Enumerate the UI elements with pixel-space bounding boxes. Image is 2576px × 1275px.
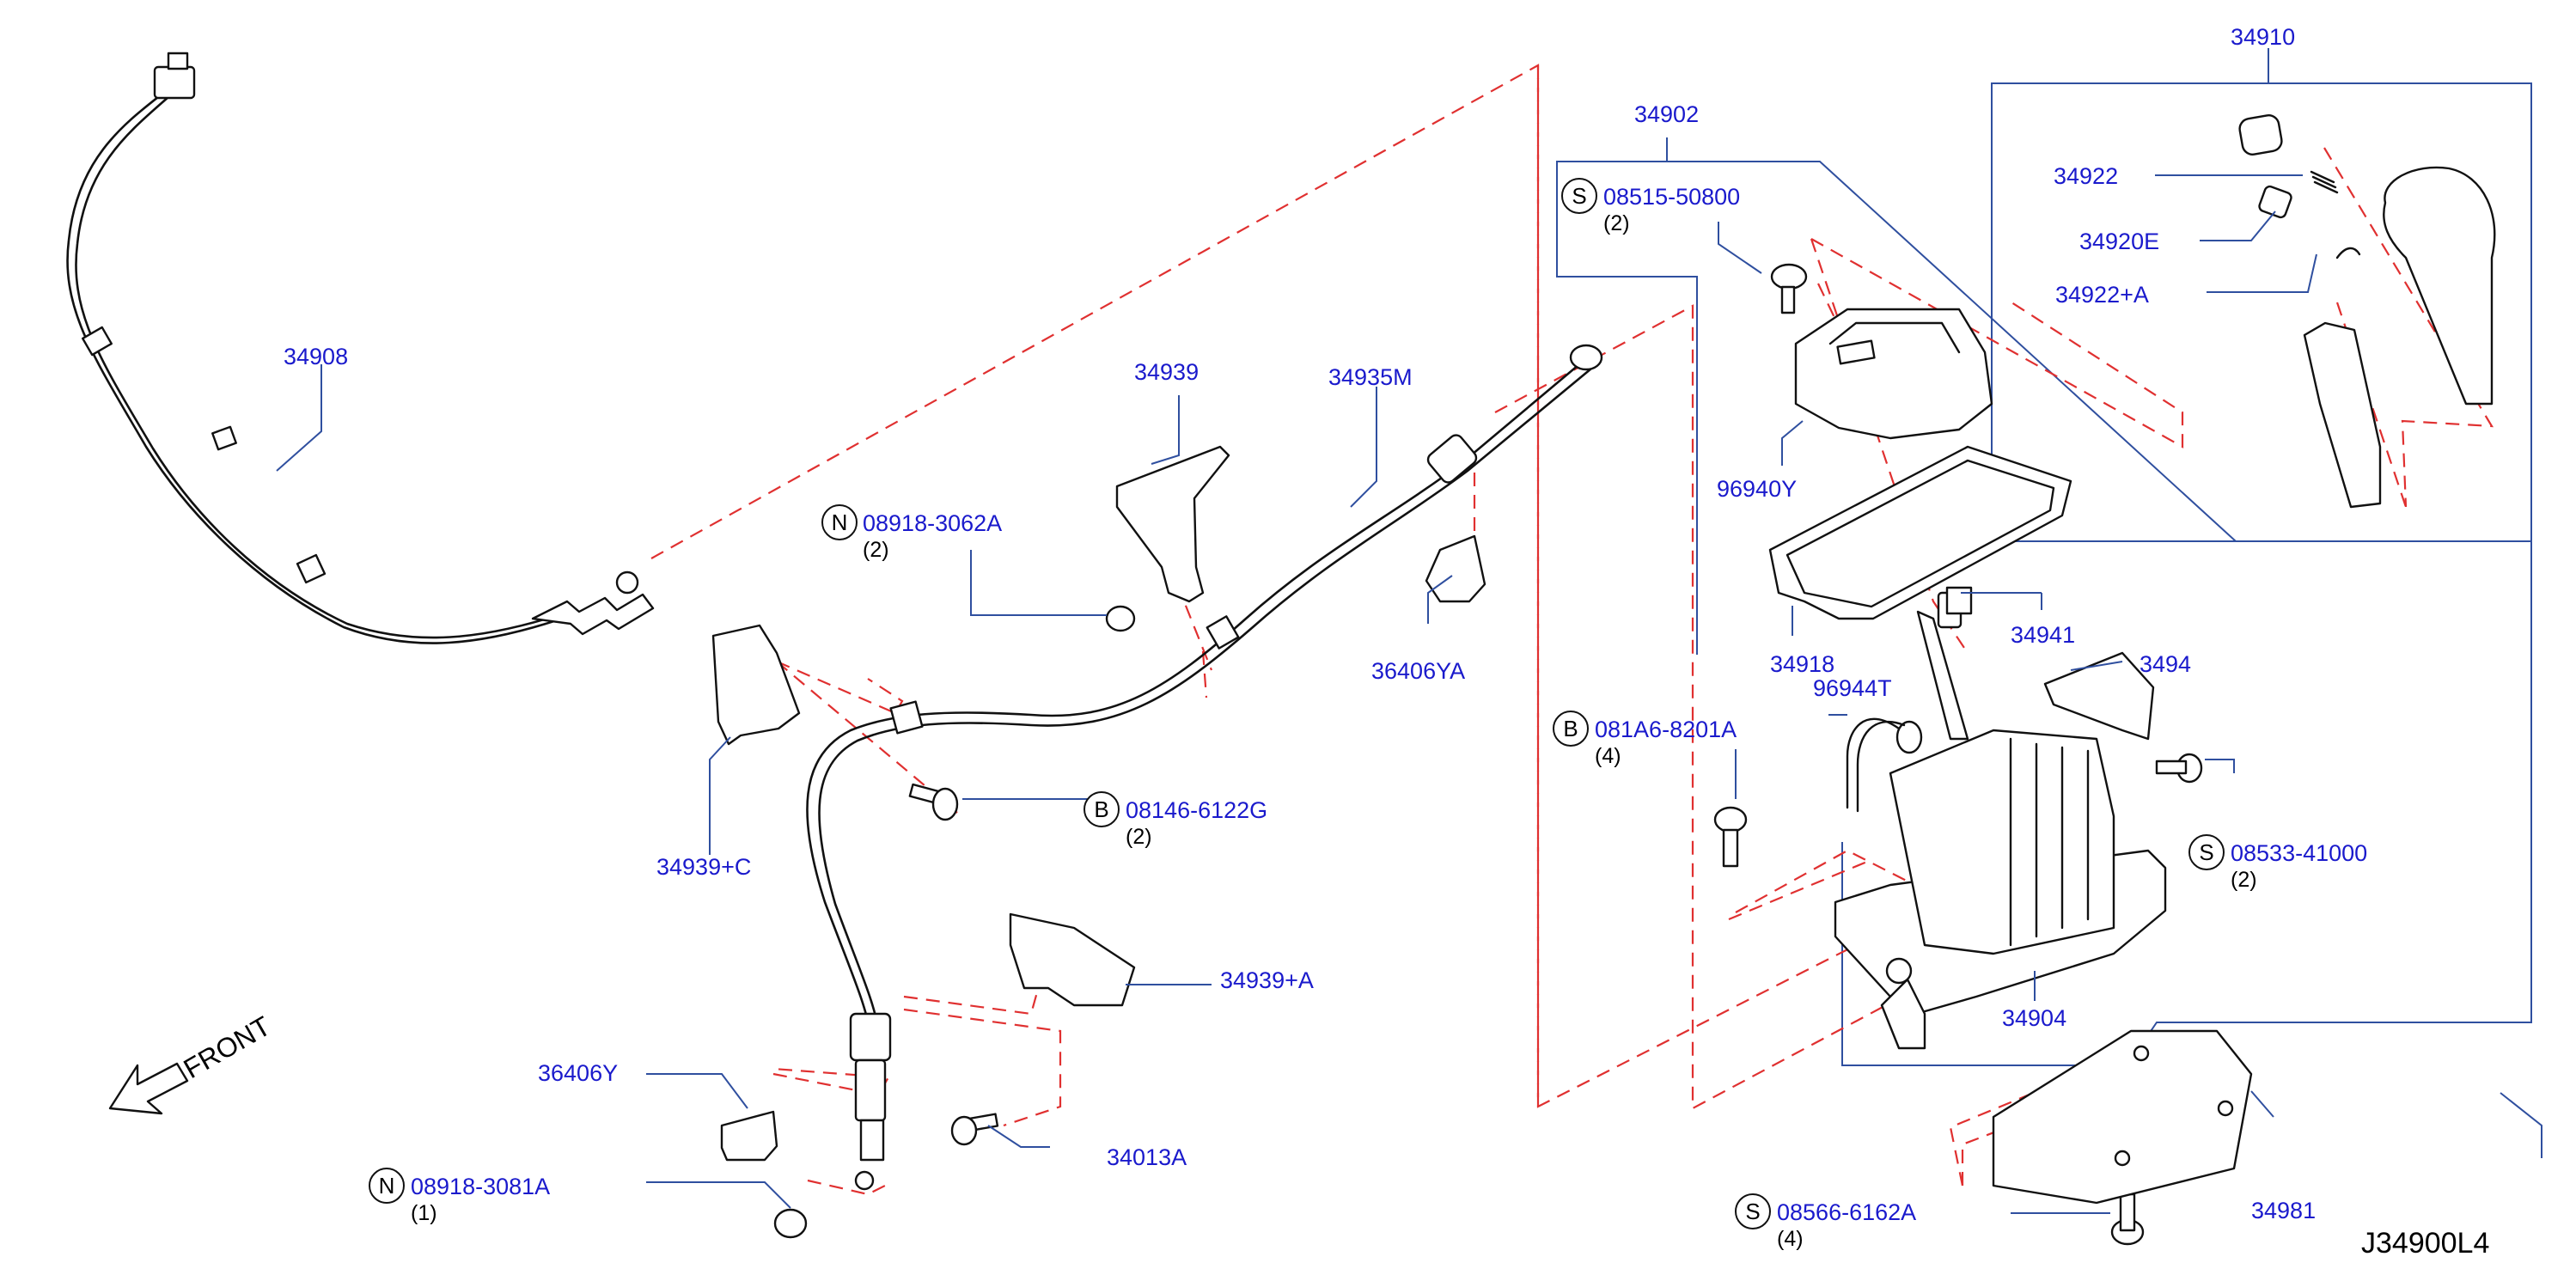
label-34939[interactable]: 34939	[1134, 359, 1199, 385]
label-34908[interactable]: 34908	[284, 344, 348, 369]
label-34920e[interactable]: 34920E	[2079, 229, 2159, 254]
label-34939a[interactable]: 34939+A	[1220, 967, 1314, 993]
symbol-s-08566-6162a: S	[1735, 1193, 1771, 1229]
qty-08515-50800: (2)	[1603, 211, 1630, 235]
svg-text:N: N	[832, 509, 848, 535]
plate-34918	[1768, 445, 2072, 620]
label-34939c[interactable]: 34939+C	[656, 854, 751, 880]
part-drawings	[66, 52, 2496, 1246]
part-labels: 34910 34902 34922 34920E 34922+A 34908 3…	[284, 24, 2316, 1223]
cable-34935m	[806, 344, 1603, 1191]
label-08918-3062a[interactable]: 08918-3062A	[863, 510, 1002, 536]
svg-text:S: S	[1745, 1199, 1760, 1224]
bolt-081a6-8201a	[1713, 806, 1748, 868]
label-96944[interactable]: 96944T	[1813, 675, 1892, 701]
symbol-b-081a6-8201a: B	[1553, 711, 1589, 747]
label-34013a[interactable]: 34013A	[1107, 1144, 1187, 1170]
drawing-number: J34900L4	[2361, 1227, 2489, 1260]
label-34910[interactable]: 34910	[2231, 24, 2295, 50]
qty-08146-6122g: (2)	[1126, 825, 1152, 849]
switch-34941	[1945, 586, 1973, 615]
assembly-outlines	[1556, 48, 2532, 1066]
bolt-08533-41000	[2155, 753, 2203, 784]
label-08515-50800[interactable]: 08515-50800	[1603, 184, 1740, 210]
svg-text:S: S	[2199, 839, 2213, 865]
svg-text:N: N	[379, 1173, 395, 1199]
qty-08918-3062a: (2)	[863, 538, 889, 562]
symbol-b-08146-6122g: B	[1084, 791, 1120, 827]
box-34902	[1556, 161, 1698, 655]
knob-parts	[2238, 114, 2496, 509]
label-34935m[interactable]: 34935M	[1328, 364, 1413, 390]
svg-text:S: S	[1572, 183, 1586, 209]
bolt-08566-6162a	[2110, 1193, 2145, 1246]
label-34922a[interactable]: 34922+A	[2055, 282, 2149, 308]
label-34941[interactable]: 34941	[2011, 622, 2075, 648]
label-36406y[interactable]: 36406Y	[538, 1060, 618, 1086]
nut-08918-3062a	[1105, 605, 1136, 632]
assembly-dash-lines	[650, 64, 2494, 1196]
fastener-labels: 08515-50800 (2) 08918-3062A (2) 081A6-82…	[411, 184, 2367, 1251]
bracket-34939	[1115, 445, 1230, 603]
qty-08918-3081a: (1)	[411, 1201, 437, 1225]
label-34904[interactable]: 34904	[2002, 1005, 2066, 1031]
label-3494[interactable]: 3494	[2140, 651, 2191, 677]
clip-36406y	[720, 1110, 778, 1162]
nut-08918-3081a	[773, 1208, 808, 1239]
sensor-96944	[1846, 717, 1923, 813]
label-081a6-8201a[interactable]: 081A6-8201A	[1595, 717, 1737, 742]
bracket-34939a	[1009, 912, 1136, 1007]
svg-text:B: B	[1094, 796, 1108, 822]
cable-34908	[66, 52, 655, 644]
symbol-n-08918-3081a: N	[369, 1168, 405, 1204]
qty-081a6-8201a: (4)	[1595, 744, 1621, 768]
label-34902[interactable]: 34902	[1634, 101, 1699, 127]
label-34918[interactable]: 34918	[1770, 651, 1834, 677]
label-08566-6162a[interactable]: 08566-6162A	[1777, 1199, 1916, 1225]
symbol-s-08515-50800: S	[1561, 178, 1597, 214]
bracket-3494	[2043, 651, 2155, 741]
label-36406ya[interactable]: 36406YA	[1371, 658, 1465, 684]
bolt-08515-50800	[1770, 263, 1808, 314]
shifter-34904	[1834, 591, 2167, 1050]
svg-text:B: B	[1563, 716, 1578, 741]
qty-08533-41000: (2)	[2231, 868, 2257, 892]
qty-08566-6162a: (4)	[1777, 1227, 1804, 1251]
bracket-34939c	[711, 624, 801, 746]
clip-36406ya	[1425, 534, 1486, 603]
bolt-34013a	[950, 1113, 999, 1146]
label-34922[interactable]: 34922	[2054, 163, 2118, 189]
indicator-96940y	[1794, 308, 1993, 440]
bolt-08146-6122g	[908, 783, 959, 821]
label-08533-41000[interactable]: 08533-41000	[2231, 840, 2367, 866]
plate-34981	[1992, 1029, 2253, 1205]
leader-lines	[276, 174, 2542, 1214]
symbol-circles: S N B B S N S	[369, 178, 2225, 1229]
symbol-n-08918-3062a: N	[821, 504, 858, 540]
front-arrow	[108, 1062, 189, 1115]
symbol-s-08533-41000: S	[2188, 834, 2225, 870]
label-08146-6122g[interactable]: 08146-6122G	[1126, 797, 1267, 823]
front-label: FRONT	[179, 1010, 276, 1084]
box-34910	[1991, 82, 2532, 542]
label-08918-3081a[interactable]: 08918-3081A	[411, 1174, 550, 1199]
label-96940y[interactable]: 96940Y	[1717, 476, 1797, 502]
label-34981[interactable]: 34981	[2251, 1198, 2316, 1223]
